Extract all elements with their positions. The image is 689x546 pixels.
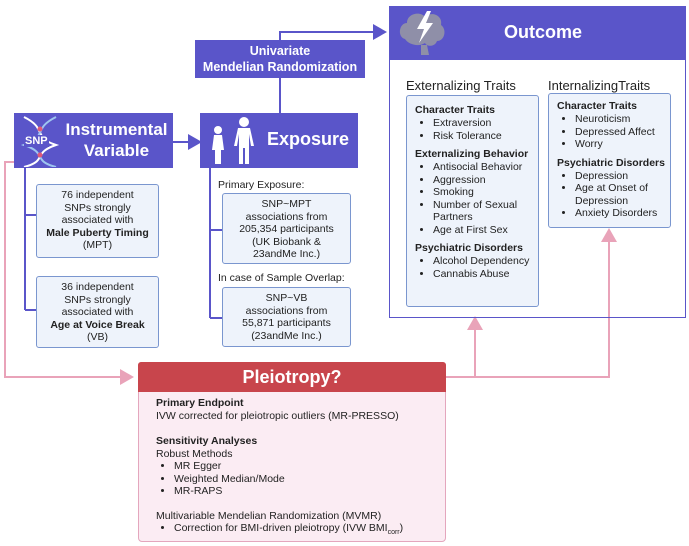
overlap-box-line: SNP~VB [265,292,308,304]
mr-label-line1: Univariate [249,44,311,58]
pleiotropy-header: Pleiotropy? [138,362,446,392]
iv-title-line1: Instrumental [65,120,168,139]
int-item: Anxiety Disorders [575,207,666,220]
sensitivity-heading: Sensitivity Analyses [156,434,258,447]
ext-group-heading: Character Traits [415,104,495,116]
mvmr-item-close: ) [399,522,404,534]
mvmr-item-sub: corr [387,529,400,537]
iv-box-mpt-exposure: Male Puberty Timing [46,226,149,239]
ext-item: Alcohol Dependency [433,255,534,268]
externalizing-traits-box: Character Traits Extraversion Risk Toler… [406,95,539,307]
ext-item: Risk Tolerance [433,130,534,143]
iv-box-mpt-line: associated with [61,214,134,226]
ext-group-heading: Externalizing Behavior [415,148,529,160]
exposure-header: Exposure [200,113,358,168]
int-group-heading: Psychiatric Disorders [557,156,665,169]
ext-group-heading: Psychiatric Disorders [415,242,523,254]
ext-item: Aggression [433,174,534,187]
iv-box-mpt: 76 independent SNPs strongly associated … [36,184,159,258]
primary-box-line: (UK Biobank & [252,235,321,248]
univariate-mr-label: Univariate Mendelian Randomization [195,40,365,78]
primary-exposure-box: SNP~MPT associations from 205,354 partic… [222,193,351,264]
instrumental-variable-header: SNP Instrumental Variable [14,113,173,168]
ext-item: Smoking [433,186,534,199]
iv-box-vb-abbr: (VB) [87,331,108,343]
int-group-heading: Character Traits [557,100,637,112]
pleiotropy-box [138,362,446,542]
int-item: Neuroticism [575,113,666,126]
mvmr-item-text: Correction for BMI-driven pleiotropy (IV… [174,522,388,534]
internalizing-traits-box: Character Traits Neuroticism Depressed A… [548,93,671,228]
overlap-box-line: (23andMe Inc.) [251,329,322,342]
iv-box-vb: 36 independent SNPs strongly associated … [36,276,159,348]
ext-item: Antisocial Behavior [433,161,534,174]
primary-box-line: associations from [245,210,328,223]
snp-label: SNP [24,135,49,147]
ext-item: Extraversion [433,117,534,130]
int-item: Worry [575,138,666,151]
ext-item: Number of Sexual Partners [433,199,534,224]
overlap-box-line: 55,871 participants [242,317,331,329]
iv-box-mpt-line: SNPs strongly [64,201,131,214]
int-item: Depressed Affect [575,126,666,139]
primary-endpoint-heading: Primary Endpoint [156,397,244,409]
exposure-title: Exposure [267,129,350,149]
iv-box-mpt-line: 76 independent [61,189,134,201]
int-item: Age at Onset of Depression [575,182,666,207]
ext-item: Cannabis Abuse [433,268,534,281]
primary-box-line: 23andMe Inc.) [252,248,321,260]
ext-item: Age at First Sex [433,224,534,237]
primary-exposure-label: Primary Exposure: [218,179,305,191]
pleiotropy-content: Primary Endpoint IVW corrected for pleio… [156,397,441,540]
internalizing-traits-title: InternalizingTraits [548,78,651,93]
int-item: Depression [575,170,666,183]
overlap-label: In case of Sample Overlap: [218,272,345,284]
pleiotropy-title: Pleiotropy? [242,367,342,387]
iv-title-line2: Variable [83,141,150,160]
primary-box-line: 205,354 participants [239,223,334,235]
robust-method-item: Weighted Median/Mode [174,473,441,486]
iv-box-vb-exposure: Age at Voice Break [50,318,145,331]
iv-box-vb-line: 36 independent [61,281,134,293]
brain-lightning-icon [397,9,447,62]
primary-box-line: SNP~MPT [261,198,312,210]
human-body-icon [206,116,262,171]
primary-endpoint-text: IVW corrected for pleiotropic outliers (… [156,410,399,422]
outcome-title: Outcome [504,22,583,42]
overlap-box-line: associations from [245,304,328,317]
dna-icon: SNP [18,115,62,168]
iv-box-vb-line: associated with [61,306,134,318]
iv-box-vb-line: SNPs strongly [64,293,131,306]
outcome-header: Outcome [389,6,686,60]
mvmr-label: Multivariable Mendelian Randomization (M… [156,509,382,522]
robust-method-item: MR-RAPS [174,485,441,498]
iv-box-mpt-abbr: (MPT) [82,239,113,251]
mr-label-line2: Mendelian Randomization [202,60,358,74]
robust-method-item: MR Egger [174,460,441,473]
robust-methods-label: Robust Methods [156,447,233,460]
mvmr-item: Correction for BMI-driven pleiotropy (IV… [174,522,441,540]
externalizing-traits-title: Externalizing Traits [406,78,516,93]
overlap-exposure-box: SNP~VB associations from 55,871 particip… [222,287,351,347]
